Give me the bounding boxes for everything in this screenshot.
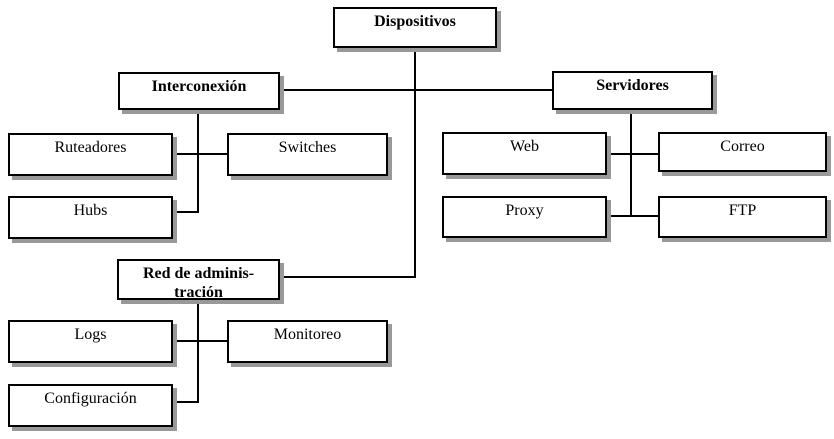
connector-interconexion-servidores-link	[280, 89, 552, 91]
node-interconexion: Interconexión	[118, 72, 280, 110]
connector-logs-monitoreo-link	[173, 340, 227, 342]
node-red-de-administracion: Red de adminis-tración	[117, 259, 280, 301]
connector-interconexion-trunk	[197, 110, 199, 213]
node-hubs: Hubs	[8, 196, 173, 239]
node-label: Proxy	[505, 202, 544, 219]
node-proxy: Proxy	[442, 196, 607, 238]
node-label: Monitoreo	[273, 326, 342, 343]
connector-red-trunk	[197, 300, 199, 403]
node-label: Interconexión	[151, 78, 247, 95]
node-label: Correo	[720, 138, 765, 155]
node-dispositivos: Dispositivos	[333, 7, 497, 48]
connector-hubs-link	[173, 211, 199, 213]
node-label: tración	[174, 284, 223, 301]
connector-proxy-ftp-link	[607, 215, 658, 217]
node-configuracion: Configuración	[8, 384, 173, 427]
connector-dispositivos-trunk	[414, 48, 416, 278]
node-switches: Switches	[227, 133, 388, 176]
node-label: Ruteadores	[54, 139, 127, 156]
node-logs: Logs	[8, 320, 173, 363]
node-label: Logs	[74, 326, 107, 343]
node-label: Switches	[278, 139, 337, 156]
node-label: FTP	[728, 202, 757, 219]
node-label: Configuración	[44, 390, 137, 407]
node-servidores: Servidores	[552, 71, 713, 110]
connector-red-administracion-link	[280, 276, 416, 278]
node-label: Web	[510, 138, 539, 155]
node-label: Red de adminis-	[142, 265, 255, 282]
node-label: Dispositivos	[374, 13, 456, 30]
node-ftp: FTP	[658, 196, 827, 238]
node-ruteadores: Ruteadores	[8, 133, 173, 176]
connector-configuracion-link	[173, 401, 199, 403]
node-monitoreo: Monitoreo	[227, 320, 388, 363]
connector-web-correo-link	[607, 153, 658, 155]
node-web: Web	[442, 132, 607, 175]
node-correo: Correo	[658, 132, 827, 172]
node-label: Hubs	[73, 202, 108, 219]
node-label: Servidores	[596, 77, 669, 94]
connector-ruteadores-switches-link	[173, 153, 227, 155]
connector-servidores-trunk	[630, 110, 632, 217]
